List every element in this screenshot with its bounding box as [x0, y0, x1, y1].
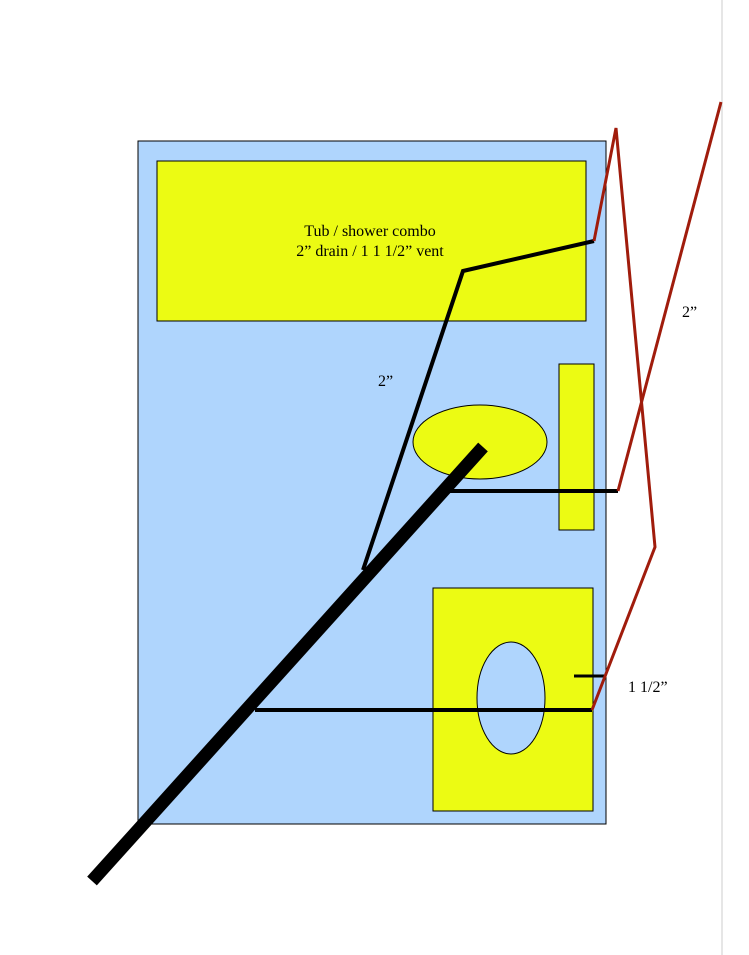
- vanity-counter: [558, 363, 595, 531]
- sink-basin: [412, 404, 548, 480]
- tub-label-line1: Tub / shower combo: [304, 223, 435, 240]
- toilet-bowl: [476, 641, 546, 755]
- sink-vent-pipe: [616, 101, 723, 492]
- main-drain-pipe: [87, 442, 488, 886]
- tub-shower-fixture: [156, 160, 587, 322]
- drain-size-label: 2”: [378, 373, 393, 390]
- tub-vent-pipe: [590, 127, 657, 711]
- toilet-vent-size-label: 1 1/2”: [628, 679, 668, 696]
- tub-drain-branch: [361, 239, 595, 571]
- vent-size-label: 2”: [682, 304, 697, 321]
- tub-label-line2: 2” drain / 1 1 1/2” vent: [296, 243, 444, 260]
